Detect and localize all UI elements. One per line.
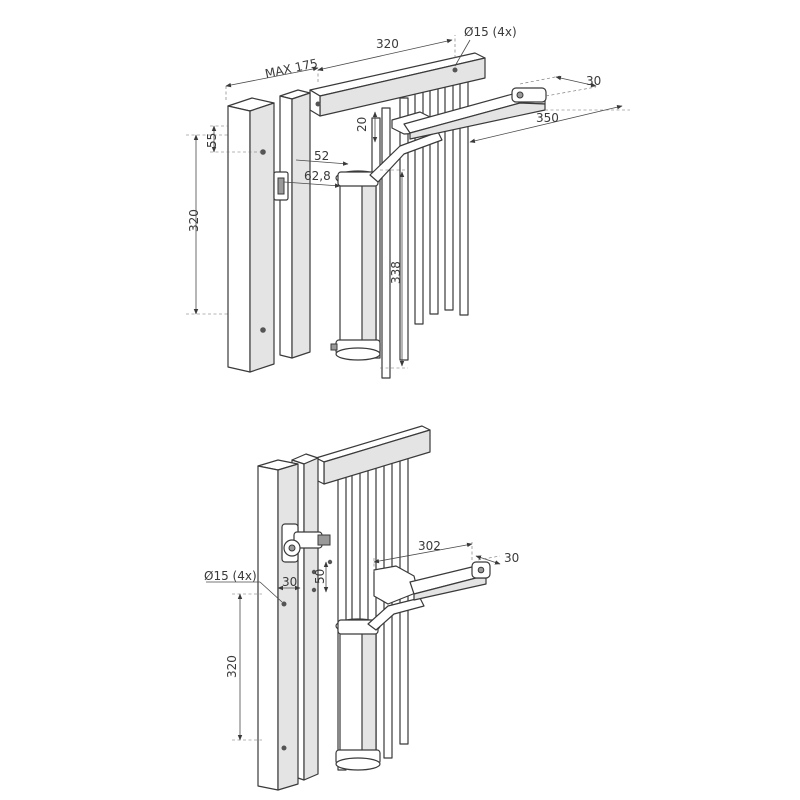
dimensions-bottom: 302 30 Ø15 (4x) 30 50 320 [204,539,519,741]
hinge-assembly-bottom [281,523,333,593]
fixed-post-bottom [257,459,299,791]
dim-max-175: MAX 175 [264,56,319,81]
dim-hole-top: Ø15 (4x) [464,25,517,39]
dim-hole-bottom: Ø15 (4x) [204,569,257,583]
dim-30-right: 30 [504,551,519,565]
gate-post-top [279,89,311,359]
closer-arm-top [369,87,547,183]
dim-320-bottom: 320 [225,655,239,678]
closer-cylinder-top [330,170,381,361]
dim-320-left: 320 [187,209,201,232]
hinge-bracket-top [273,171,289,201]
gate-top-rail-top [309,52,486,117]
dim-50: 50 [313,569,327,584]
dim-30-left: 30 [282,575,297,589]
dim-302: 302 [418,539,441,553]
closer-arm-bottom [367,561,491,631]
top-assembly: 320 Ø15 (4x) MAX 175 30 20 350 55 [186,25,630,379]
dim-20: 20 [355,117,369,132]
dim-350: 350 [536,111,559,125]
dim-30-top: 30 [586,74,601,88]
dim-338: 338 [389,261,403,284]
dim-55: 55 [205,133,219,148]
fixed-post-top [227,97,275,373]
dim-320-top: 320 [376,37,399,51]
closer-cylinder-bottom [335,618,381,771]
dim-52: 52 [314,149,329,163]
dim-62-8: 62,8 [304,169,331,183]
bottom-assembly: 302 30 Ø15 (4x) 30 50 320 [204,425,519,791]
